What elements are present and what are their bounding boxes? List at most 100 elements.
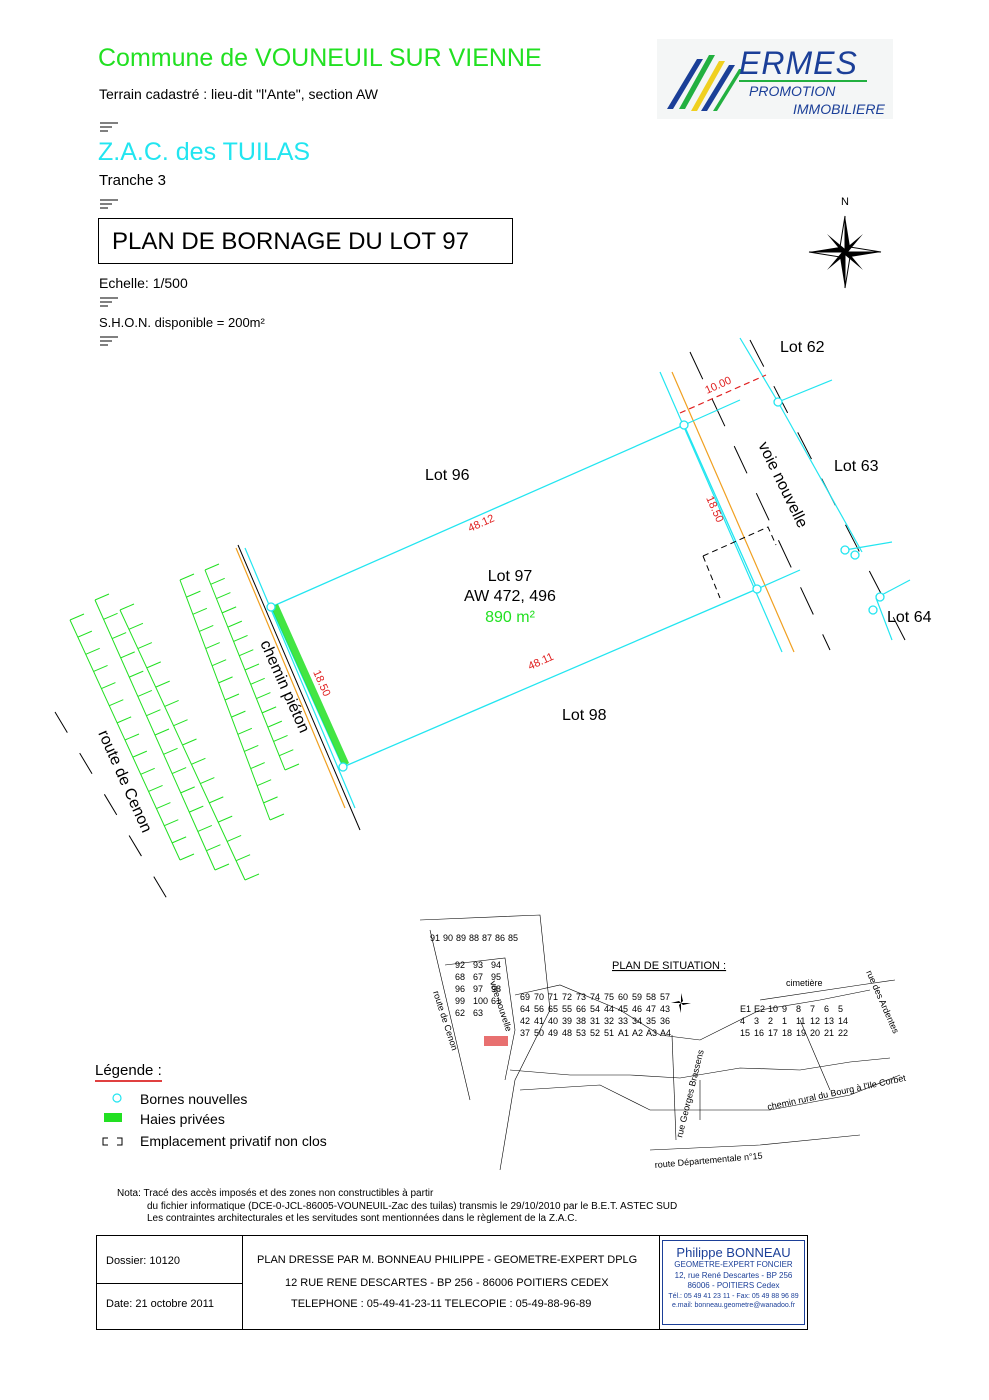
hedge-tick (239, 649, 254, 657)
shon-label: S.H.O.N. disponible = 200m² (99, 315, 265, 330)
hedge-tick (94, 593, 110, 601)
hedge-tick (173, 719, 188, 727)
hedge-tick (132, 750, 148, 758)
hedge-tick (216, 592, 231, 600)
surveyor-stamp: Philippe BONNEAU GEOMETRE-EXPERT FONCIER… (662, 1240, 805, 1325)
lot-98-label: Lot 98 (562, 707, 607, 724)
hedge-tick (103, 612, 118, 620)
hedge-tick (218, 676, 233, 684)
situation-rue-brassens: rue Georges Brassens (674, 1048, 706, 1138)
situation-lot-number: 4 (740, 1016, 745, 1026)
separator-marks (100, 122, 118, 346)
dimension-road-width: 10.00 (703, 375, 733, 397)
situation-lot-number: 53 (576, 1028, 586, 1038)
hedge-tick (284, 763, 300, 771)
situation-lot-number: 51 (604, 1028, 614, 1038)
hedge-tick (199, 624, 214, 632)
zac-title: Z.A.C. des TUILAS (98, 138, 311, 166)
footer-divider-h (97, 1283, 242, 1284)
situation-lot-number: A3 (646, 1028, 657, 1038)
situation-lot-number: 67 (473, 972, 483, 982)
situation-lot-number: 22 (838, 1028, 848, 1038)
hedge-tick (180, 786, 195, 794)
voie-nouvelle-road (659, 337, 911, 653)
situation-lot-number: 61 (491, 996, 501, 1006)
legend-hedge-icon (104, 1113, 122, 1122)
situation-lot-number: 85 (508, 933, 518, 943)
situation-lot-number: 11 (796, 1016, 805, 1026)
hedge-tick (256, 692, 271, 700)
situation-lot-number: 75 (604, 992, 614, 1002)
ermes-logo: ERMES PROMOTION IMMOBILIERE (657, 39, 893, 119)
situation-voie-nouvelle: voie nouvelle (488, 980, 514, 1033)
situation-lot-number: 60 (618, 992, 628, 1002)
situation-lot-number: 68 (455, 972, 465, 982)
hedge-tick (267, 720, 283, 728)
chemin-pieton-road (235, 544, 361, 831)
hedge-tick (250, 677, 265, 685)
situation-lot-number: 58 (646, 992, 656, 1002)
situation-lot-number: 42 (520, 1016, 530, 1026)
situation-lot-number: 95 (491, 972, 501, 982)
dimension-top: 48.12 (466, 513, 496, 535)
situation-lot-number: 87 (482, 933, 492, 943)
stamp-line-5: e.mail: bonneau.geometre@wanadoo.fr (671, 1302, 796, 1309)
logo-stripes-icon (667, 55, 867, 111)
situation-lot-number: 14 (838, 1016, 848, 1026)
hedge-tick (233, 634, 248, 642)
logo-name: ERMES (739, 45, 858, 81)
hedge-tick (119, 603, 135, 611)
hedge-tick (231, 710, 246, 718)
situation-lot-number: 48 (562, 1028, 572, 1038)
stamp-line-1: GEOMETRE-EXPERT FONCIER (674, 1260, 793, 1269)
situation-lot-number: 3 (754, 1016, 759, 1026)
footer-line-1: PLAN DRESSE PAR M. BONNEAU PHILIPPE - GE… (257, 1254, 638, 1266)
hedge-tick (116, 716, 132, 724)
situation-lot-number: 62 (455, 1008, 465, 1018)
situation-lot-number: 52 (590, 1028, 600, 1038)
situation-lot-number: 74 (590, 992, 600, 1002)
situation-lot-number: 15 (740, 1028, 750, 1038)
footer-date: Date: 21 octobre 2011 (106, 1298, 215, 1310)
situation-lot-number: 98 (491, 984, 501, 994)
hedge-tick (171, 767, 187, 775)
hedge-tick (192, 607, 208, 615)
stamp-line-2: 12, rue René Descartes - BP 256 (674, 1270, 793, 1280)
situation-lot-number: 96 (455, 984, 465, 994)
situation-title: PLAN DE SITUATION : (612, 960, 726, 972)
legend-title: Légende : (95, 1062, 162, 1082)
situation-lot-number: 5 (838, 1004, 843, 1014)
situation-lot-number: A4 (660, 1028, 671, 1038)
hedge-tick (137, 642, 153, 650)
situation-lot-number: 59 (632, 992, 642, 1002)
situation-lot-number: 93 (473, 960, 483, 970)
hedge-tick (244, 744, 259, 752)
situation-lot-number: 19 (796, 1028, 806, 1038)
hedge-tick (206, 844, 221, 852)
lot-97-label: Lot 97 (488, 568, 533, 585)
hedge-tick (269, 813, 285, 821)
situation-lot-number: 32 (604, 1016, 614, 1026)
commune-title: Commune de VOUNEUIL SUR VIENNE (98, 44, 542, 72)
situation-lot-number: 1 (782, 1016, 787, 1026)
hedge-tick (77, 630, 93, 638)
hedge-tick (186, 590, 201, 598)
route-de-cenon-road (54, 711, 176, 913)
lot-97-area: 890 m² (485, 609, 535, 626)
situation-lot-number: 43 (660, 1004, 670, 1014)
situation-lot-number: 13 (824, 1016, 834, 1026)
legend-emplacement-icon (102, 1137, 123, 1146)
hedge-tick (197, 824, 213, 832)
logo-line1: PROMOTION (749, 83, 836, 99)
footer-cartouche: Dossier: 10120 Date: 21 octobre 2011 PLA… (96, 1235, 808, 1330)
legend-borne-icon (112, 1093, 122, 1103)
situation-lot-number: 66 (576, 1004, 586, 1014)
situation-lot-number: 9 (782, 1004, 787, 1014)
hedge-tick (101, 682, 116, 690)
legend-item-emplacement: Emplacement privatif non clos (140, 1133, 327, 1149)
hedge-tick (218, 815, 233, 823)
situation-lot-number: 54 (590, 1004, 600, 1014)
situation-lot-number: 86 (495, 933, 505, 943)
bornes-nouvelles-markers (266, 397, 885, 772)
